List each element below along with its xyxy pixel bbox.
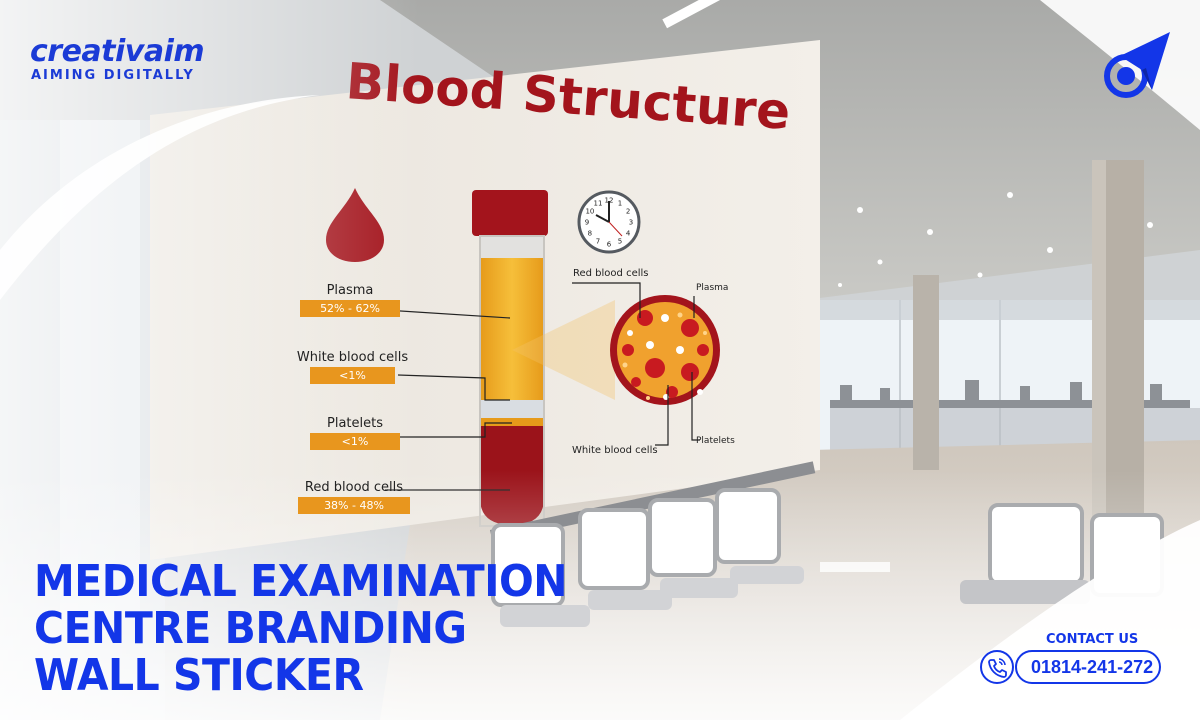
component-value-badge: 52% - 62% (300, 300, 400, 317)
clock-numeral: 4 (626, 230, 631, 238)
wall-clock (577, 190, 641, 254)
blood-cells-magnified (610, 295, 720, 405)
cell-label-red-blood-cells: Red blood cells (573, 268, 649, 279)
component-label-plasma: Plasma 52% - 62% (300, 283, 400, 317)
clock-numeral: 1 (618, 199, 622, 207)
component-value-badge: 38% - 48% (298, 497, 410, 514)
component-label-platelets: Platelets <1% (310, 416, 400, 450)
cell-label-platelets: Platelets (696, 436, 735, 446)
headline-line-1: MEDICAL EXAMINATION (34, 556, 568, 607)
target-arrow-icon (1104, 32, 1170, 98)
clock-numeral: 12 (605, 197, 614, 205)
headline-line-3: WALL STICKER (34, 650, 364, 701)
cell-label-plasma: Plasma (696, 283, 729, 293)
waiting-chairs (490, 461, 1164, 627)
contact-label: CONTACT US (1046, 632, 1139, 647)
clock-numeral: 2 (626, 208, 630, 216)
clock-numeral: 6 (607, 241, 612, 249)
clock-numeral: 5 (618, 238, 622, 246)
component-label-white-blood-cells: White blood cells <1% (290, 350, 415, 384)
clock-numeral: 11 (594, 199, 603, 207)
clock-numeral: 8 (588, 230, 592, 238)
phone-number-pill[interactable]: 01814-241-272 (1015, 650, 1161, 684)
component-name: Red blood cells (304, 480, 404, 495)
phone-number: 01814-241-272 (1031, 657, 1154, 677)
component-value-badge: <1% (310, 433, 400, 450)
component-name: Plasma (326, 283, 374, 298)
clock-numeral: 10 (585, 208, 594, 216)
brand-tagline: AIMING DIGITALLY (31, 68, 195, 83)
headline-line-2: CENTRE BRANDING (34, 603, 467, 654)
clock-numeral: 7 (596, 238, 600, 246)
component-label-red-blood-cells: Red blood cells 38% - 48% (298, 480, 410, 514)
brand-name: creativaim (30, 34, 205, 69)
phone-icon (980, 650, 1014, 684)
component-name: Platelets (327, 416, 383, 431)
component-value-badge: <1% (310, 367, 395, 384)
clock-numeral: 3 (629, 219, 633, 227)
cell-label-white-blood-cells: White blood cells (572, 445, 658, 456)
clock-numeral: 9 (585, 219, 589, 227)
component-name: White blood cells (296, 350, 409, 365)
